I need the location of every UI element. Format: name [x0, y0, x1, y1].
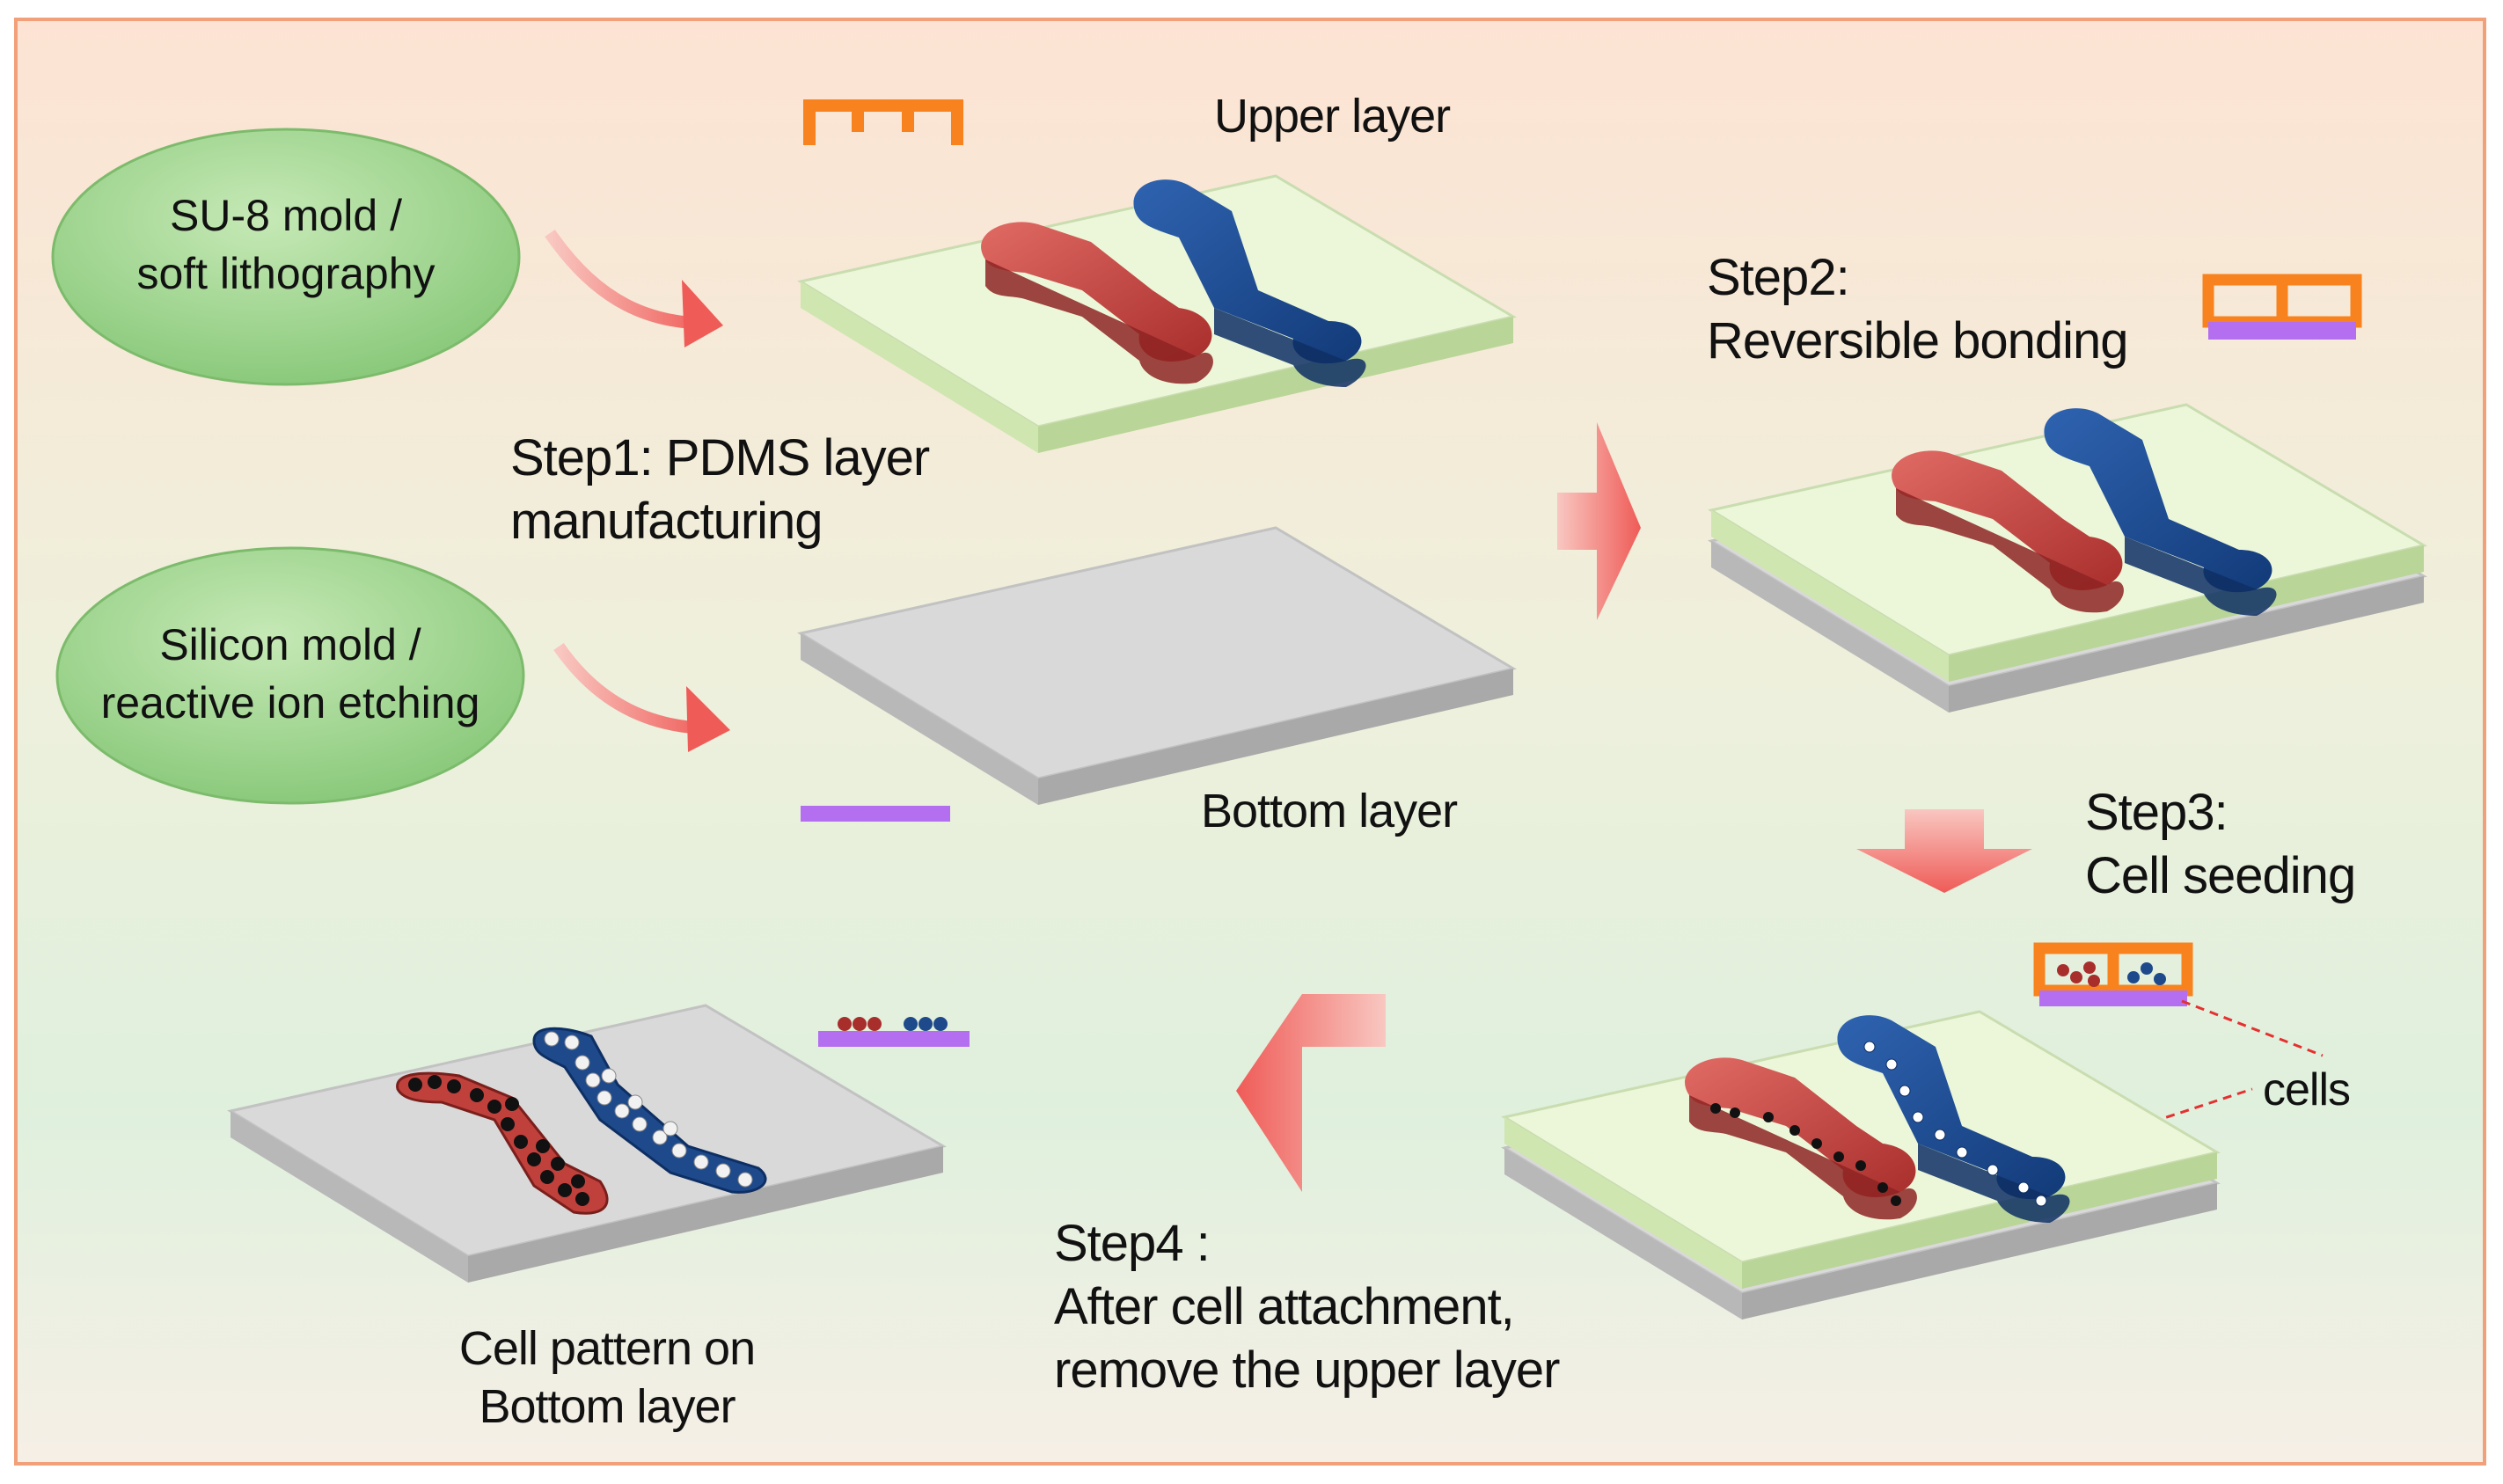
step3-label: Step3: Cell seeding — [2085, 781, 2356, 908]
seeded-chip — [1503, 1010, 2219, 1321]
step4-line2: After cell attachment, — [1054, 1278, 1515, 1335]
bottom-layer-label: Bottom layer — [1201, 785, 1458, 837]
step1-label: Step1: PDMS layer manufacturing — [510, 427, 930, 553]
step1-line1: Step1: PDMS layer — [510, 429, 930, 486]
upper-mold-icon — [803, 99, 963, 145]
result-icon — [818, 1017, 970, 1047]
step4-line1: Step4 : — [1054, 1215, 1211, 1272]
bonded-mold-icon — [2202, 274, 2362, 340]
result-chip — [229, 1004, 945, 1284]
bottom-layer-icon — [801, 806, 950, 822]
curved-arrow-1-head — [682, 280, 723, 347]
upper-layer-label: Upper layer — [1214, 90, 1451, 143]
result-line2: Bottom layer — [479, 1380, 736, 1433]
step4-label: Step4 : After cell attachment, remove th… — [1054, 1212, 1560, 1402]
step3-line2: Cell seeding — [2085, 847, 2356, 904]
cells-label: cells — [2263, 1064, 2351, 1115]
silicon-oval — [55, 546, 525, 805]
su8-oval — [51, 128, 521, 386]
silicon-line1: Silicon mold / — [159, 620, 421, 669]
su8-line1: SU-8 mold / — [170, 191, 402, 240]
step4-line3: remove the upper layer — [1054, 1341, 1560, 1399]
silicon-line2: reactive ion etching — [100, 678, 480, 727]
step1-line2: manufacturing — [510, 493, 823, 550]
step4-arrow — [1236, 994, 1386, 1192]
step2-line1: Step2: — [1707, 249, 1850, 306]
su8-oval-text: SU-8 mold / soft lithography — [92, 186, 479, 303]
curved-arrow-2-head — [686, 686, 730, 752]
result-label: Cell pattern on Bottom layer — [431, 1320, 783, 1436]
su8-line2: soft lithography — [136, 249, 435, 298]
step2-line2: Reversible bonding — [1707, 312, 2129, 369]
step2-label: Step2: Reversible bonding — [1707, 246, 2129, 373]
step3-line1: Step3: — [2085, 784, 2229, 841]
seeded-mold-icon — [2033, 942, 2193, 1006]
silicon-oval-text: Silicon mold / reactive ion etching — [62, 616, 519, 732]
step2-arrow — [1557, 422, 1641, 620]
step3-arrow — [1856, 809, 2032, 893]
result-line1: Cell pattern on — [458, 1322, 756, 1375]
cells-pointer-1 — [2181, 999, 2324, 1057]
